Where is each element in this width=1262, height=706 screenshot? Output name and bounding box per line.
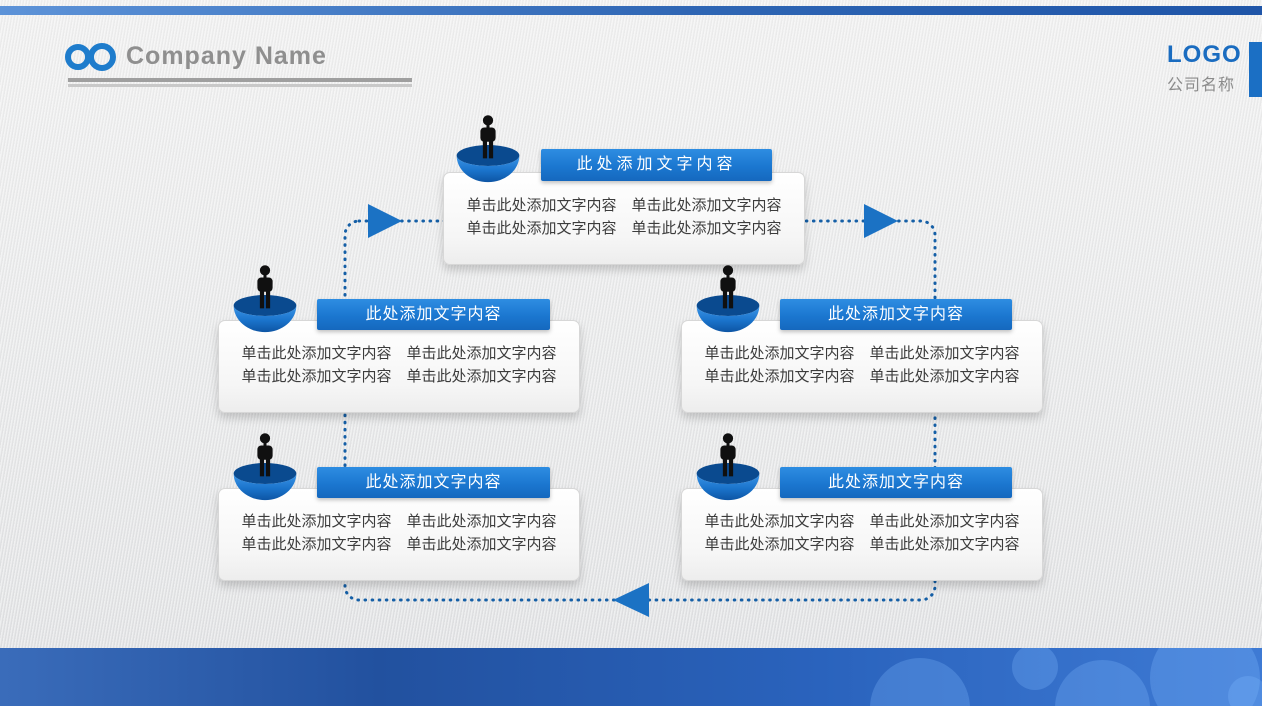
flow-arrow-icon xyxy=(864,204,898,238)
card-title-bar[interactable]: 此处添加文字内容 xyxy=(780,299,1012,330)
person-on-podium-icon xyxy=(227,426,303,502)
decorative-circle xyxy=(1228,676,1262,706)
person-on-podium-icon xyxy=(450,108,526,184)
card-title-bar[interactable]: 此处添加文字内容 xyxy=(317,467,550,498)
card-body-line[interactable]: 单击此处添加文字内容 单击此处添加文字内容 xyxy=(466,197,782,214)
company-name: Company Name xyxy=(126,42,327,70)
logo-caption: 公司名称 xyxy=(1167,77,1236,94)
bottom-accent-band xyxy=(0,648,1262,706)
text-card-middle-right[interactable]: 单击此处添加文字内容 单击此处添加文字内容 单击此处添加文字内容 单击此处添加文… xyxy=(681,320,1043,413)
card-body-line[interactable]: 单击此处添加文字内容 单击此处添加文字内容 xyxy=(704,345,1020,362)
header-underline xyxy=(68,78,412,82)
text-card-top[interactable]: 单击此处添加文字内容 单击此处添加文字内容 单击此处添加文字内容 单击此处添加文… xyxy=(443,172,805,265)
card-title-bar[interactable]: 此处添加文字内容 xyxy=(317,299,550,330)
card-body-line[interactable]: 单击此处添加文字内容 单击此处添加文字内容 xyxy=(241,345,557,362)
text-card-bottom-left[interactable]: 单击此处添加文字内容 单击此处添加文字内容 单击此处添加文字内容 单击此处添加文… xyxy=(218,488,580,581)
card-body-line[interactable]: 单击此处添加文字内容 单击此处添加文字内容 xyxy=(241,368,557,385)
card-body-line[interactable]: 单击此处添加文字内容 单击此处添加文字内容 xyxy=(704,536,1020,553)
decorative-circle xyxy=(1012,648,1058,690)
card-body-line[interactable]: 单击此处添加文字内容 单击此处添加文字内容 xyxy=(704,368,1020,385)
person-on-podium-icon xyxy=(690,426,766,502)
double-ring-logo-icon xyxy=(65,43,116,71)
person-on-podium-icon xyxy=(227,258,303,334)
logo-text: LOGO xyxy=(1167,41,1242,68)
header-underline-light xyxy=(68,84,412,87)
logo-block: LOGO 公司名称 xyxy=(1167,41,1242,95)
card-body-line[interactable]: 单击此处添加文字内容 单击此处添加文字内容 xyxy=(241,536,557,553)
decorative-circle xyxy=(1150,648,1260,706)
card-title-bar[interactable]: 此处添加文字内容 xyxy=(541,149,772,181)
person-on-podium-icon xyxy=(690,258,766,334)
card-body-line[interactable]: 单击此处添加文字内容 单击此处添加文字内容 xyxy=(241,513,557,530)
flow-arrow-icon xyxy=(368,204,402,238)
top-accent-strip xyxy=(0,6,1262,15)
flow-arrow-icon xyxy=(613,583,649,617)
card-body-line[interactable]: 单击此处添加文字内容 单击此处添加文字内容 xyxy=(704,513,1020,530)
card-title-bar[interactable]: 此处添加文字内容 xyxy=(780,467,1012,498)
text-card-bottom-right[interactable]: 单击此处添加文字内容 单击此处添加文字内容 单击此处添加文字内容 单击此处添加文… xyxy=(681,488,1043,581)
card-body-line[interactable]: 单击此处添加文字内容 单击此处添加文字内容 xyxy=(466,220,782,237)
logo-accent-bar xyxy=(1249,42,1262,97)
